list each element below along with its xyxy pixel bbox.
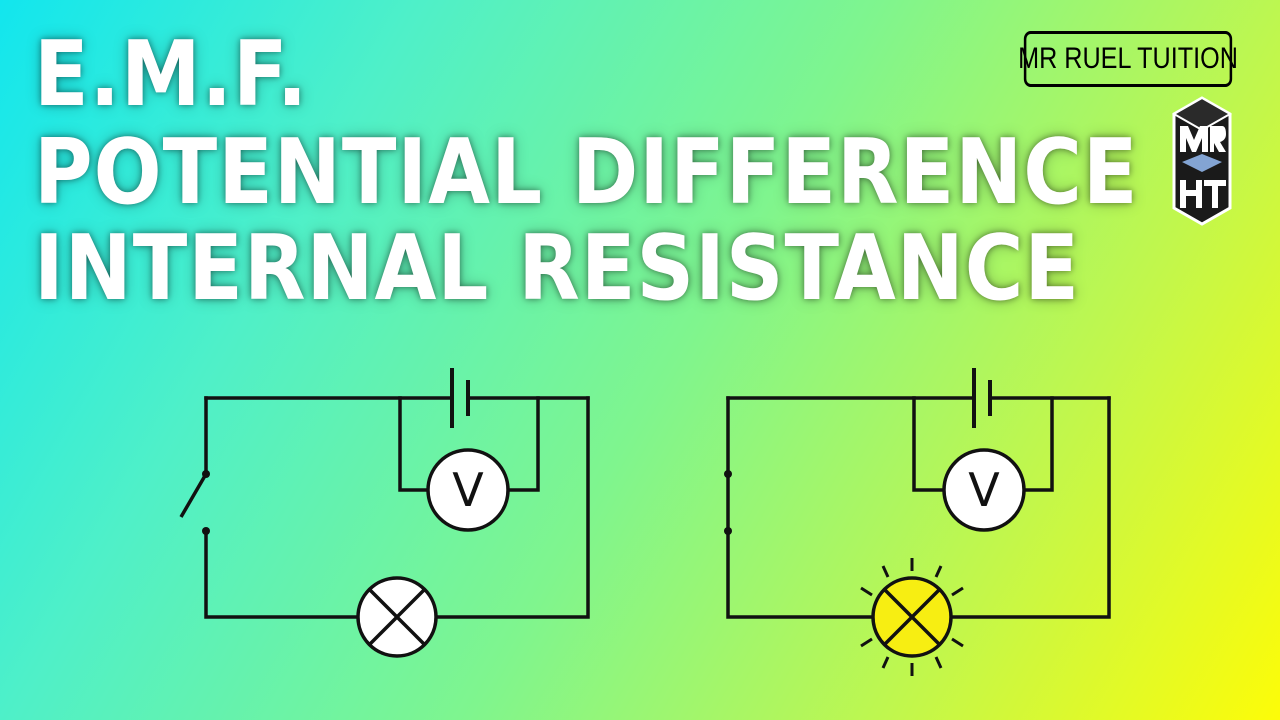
right-voltmeter-label: V (968, 463, 1000, 517)
lamp-glow-rays (860, 558, 964, 676)
left-voltmeter-branch (398, 396, 540, 492)
right-lamp-icon (860, 558, 964, 676)
brand-name-badge: MR RUEL TUITION (1018, 31, 1238, 87)
circuit-left (204, 396, 590, 619)
title-line-internal-resistance: INTERNAL RESISTANCE (34, 216, 1081, 321)
right-wire-bottom (726, 396, 875, 619)
left-switch-icon (179, 470, 210, 535)
title-line-potential-difference: POTENTIAL DIFFERENCE (34, 120, 1139, 225)
right-wire-right (949, 396, 1111, 619)
right-cell-icon (972, 368, 992, 428)
title-line-emf: E.M.F. (34, 22, 309, 127)
right-voltmeter: V (942, 448, 1026, 532)
brand-logo-icon (1172, 96, 1232, 226)
left-wire-right (434, 396, 590, 619)
left-lamp-icon (356, 576, 438, 658)
left-wire-bottom (204, 529, 360, 619)
right-switch-icon (724, 470, 732, 535)
right-voltmeter-branch (912, 396, 1054, 492)
left-voltmeter-label: V (452, 463, 484, 517)
left-cell-icon (450, 368, 470, 428)
left-voltmeter: V (426, 448, 510, 532)
